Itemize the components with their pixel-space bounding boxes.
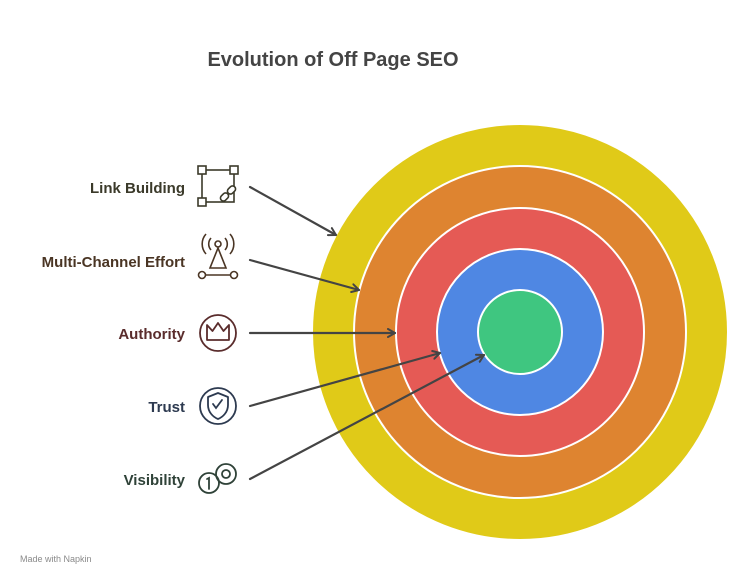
label-multi-channel-effort: Multi-Channel Effort xyxy=(42,254,185,271)
ring-visibility xyxy=(477,289,563,375)
arrow-trust xyxy=(248,350,442,408)
concentric-rings xyxy=(311,123,729,541)
arrow-multi-channel-effort xyxy=(248,258,361,293)
link-building-icon xyxy=(197,165,239,207)
coins-icon xyxy=(198,463,237,494)
crown-icon xyxy=(199,314,237,352)
broadcast-antenna-icon xyxy=(197,233,239,280)
arrow-visibility xyxy=(248,353,486,481)
diagram-title: Evolution of Off Page SEO xyxy=(207,49,458,71)
connector-arrows xyxy=(248,185,486,481)
label-trust: Trust xyxy=(148,399,185,416)
shield-icon xyxy=(199,387,237,425)
arrow-link-building xyxy=(248,185,338,237)
footer-credit: Made with Napkin xyxy=(20,554,92,564)
label-authority: Authority xyxy=(118,326,185,343)
label-visibility: Visibility xyxy=(124,472,186,489)
label-link-building: Link Building xyxy=(90,180,185,197)
